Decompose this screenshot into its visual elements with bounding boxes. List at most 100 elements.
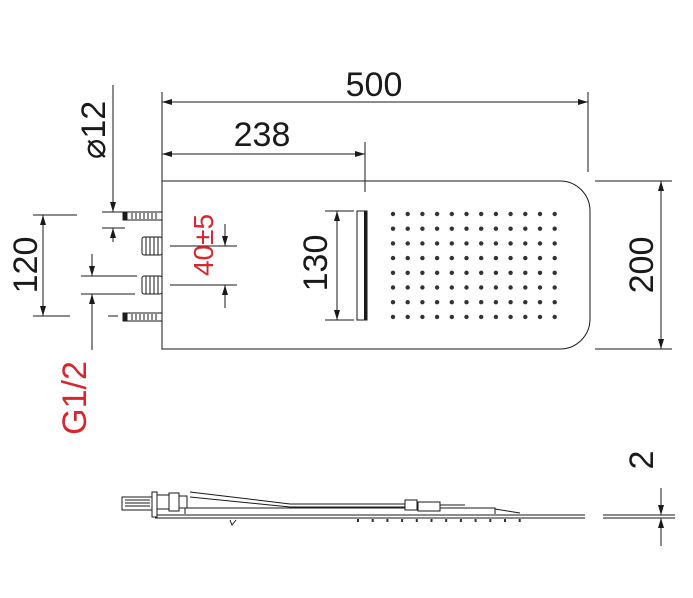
nozzle-dot	[523, 226, 528, 231]
dimension-label: 2	[623, 451, 661, 470]
nozzle-dot	[552, 255, 557, 261]
side-nozzle	[386, 519, 389, 522]
nozzle-dot	[552, 241, 557, 246]
dimension-120: 120	[7, 214, 77, 317]
nozzle-dot	[479, 241, 484, 246]
nozzle-dot	[479, 300, 484, 305]
nozzle-dot	[449, 255, 454, 261]
side-nozzle	[489, 519, 492, 522]
nozzle-dot	[390, 211, 396, 217]
connector-fittings	[122, 211, 163, 322]
nozzle-dot	[479, 270, 484, 275]
nozzle-dot	[493, 211, 499, 217]
nozzle-dot	[390, 314, 396, 320]
nozzle-dot	[434, 241, 440, 246]
nozzle-dot	[390, 241, 396, 246]
dimension-130: 130	[297, 210, 368, 321]
nozzle-dot	[390, 270, 396, 275]
side-nozzle	[445, 519, 448, 522]
dimension-label: 130	[297, 235, 335, 292]
dimension-40-tolerance: 40±5	[170, 214, 237, 308]
nozzle-dot	[493, 255, 499, 261]
dimension-2: 2	[603, 451, 675, 546]
nozzle-dot	[479, 211, 484, 217]
nozzle-dot	[523, 241, 528, 246]
nozzle-dot	[449, 270, 454, 275]
nozzle-dot	[420, 226, 425, 231]
nozzle-dot	[390, 255, 396, 261]
nozzle-dot	[523, 270, 528, 275]
nozzle-dot	[537, 255, 543, 261]
nozzle-dot	[552, 226, 557, 231]
nozzle-dot	[479, 255, 484, 261]
nozzle-dot	[390, 226, 396, 231]
nozzle-dot	[552, 314, 557, 320]
nozzle-dot	[508, 285, 513, 290]
nozzle-dot	[552, 300, 557, 305]
nozzle-dot	[405, 226, 410, 231]
nozzle-dot	[537, 285, 543, 290]
nozzle-dot	[434, 211, 440, 217]
nozzle-dot	[493, 270, 499, 275]
nozzle-dot	[405, 211, 410, 217]
nozzle-dot	[434, 255, 440, 261]
nozzle-dot	[464, 255, 469, 261]
nozzle-dot	[464, 300, 469, 305]
nozzle-dot	[449, 300, 454, 305]
dimension-label: 238	[234, 116, 291, 154]
side-nozzles	[357, 519, 521, 522]
nozzle-dot	[479, 314, 484, 320]
nozzle-dot	[552, 285, 557, 290]
nozzle-dot	[390, 300, 396, 305]
nozzle-dot	[508, 270, 513, 275]
nozzle-dot	[493, 285, 499, 290]
nozzle-dot	[464, 226, 469, 231]
nozzle-dot	[405, 241, 410, 246]
nozzle-dot	[508, 241, 513, 246]
nozzle-dot	[537, 270, 543, 275]
side-nozzle	[415, 519, 418, 522]
nozzle-dot	[537, 211, 543, 217]
nozzle-dot	[420, 211, 425, 217]
nozzle-dot	[449, 285, 454, 290]
nozzle-dot	[449, 314, 454, 320]
nozzle-dot	[420, 241, 425, 246]
nozzle-dot	[390, 285, 396, 290]
nozzle-dot	[420, 285, 425, 290]
nozzle-dot	[508, 300, 513, 305]
dimension-200: 200	[595, 180, 672, 350]
tolerance-label: 40±5	[188, 214, 219, 276]
side-nozzle	[430, 519, 433, 522]
nozzle-dot	[464, 241, 469, 246]
nozzle-dot	[508, 255, 513, 261]
nozzle-dot	[493, 241, 499, 246]
nozzle-dot	[464, 314, 469, 320]
nozzle-dot	[508, 211, 513, 217]
dimension-label: 120	[7, 237, 45, 294]
nozzle-dot	[523, 211, 528, 217]
side-nozzle	[401, 519, 404, 522]
side-nozzle	[459, 519, 462, 522]
shower-head-top-view	[161, 180, 591, 350]
nozzle-dot	[552, 211, 557, 217]
nozzle-dot	[493, 300, 499, 305]
nozzle-dot	[420, 270, 425, 275]
nozzle-dot	[420, 314, 425, 320]
side-nozzle	[518, 519, 521, 522]
nozzle-dot	[464, 285, 469, 290]
dimension-g12: G1/2	[56, 254, 137, 435]
nozzle-dot	[537, 241, 543, 246]
nozzle-dot	[449, 226, 454, 231]
nozzle-dot	[420, 300, 425, 305]
nozzle-dot	[434, 314, 440, 320]
nozzle-dot	[493, 314, 499, 320]
nozzle-dot	[493, 226, 499, 231]
nozzle-dot	[523, 255, 528, 261]
side-nozzle	[371, 519, 374, 522]
nozzle-dot	[523, 314, 528, 320]
dimension-label: ⌀12	[75, 101, 113, 159]
nozzle-dot	[405, 255, 410, 261]
nozzle-dot	[537, 314, 543, 320]
nozzle-dot	[508, 314, 513, 320]
